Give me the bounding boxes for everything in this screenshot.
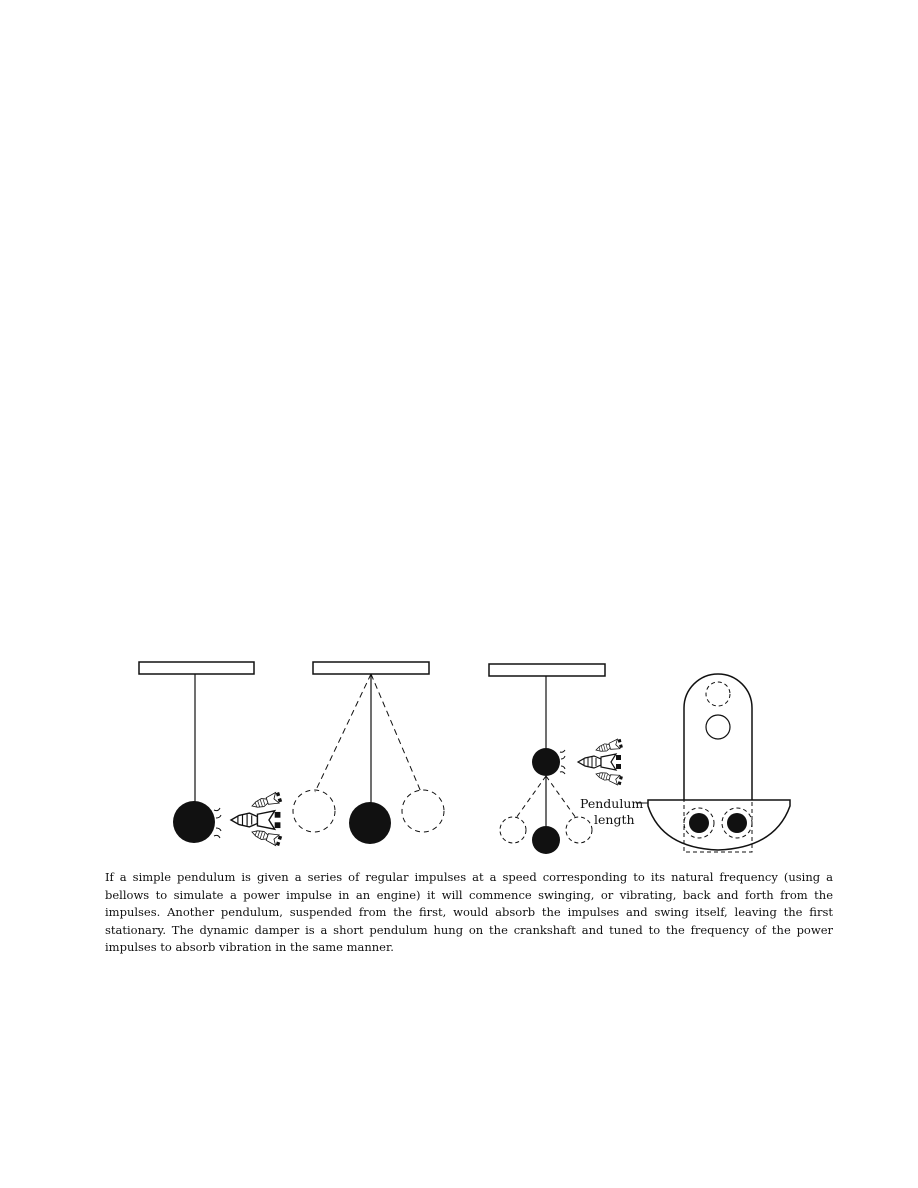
damper-cavity-right (721, 807, 753, 839)
panel-simple-pendulum (138, 661, 283, 848)
panel-dynamic-damper (647, 673, 791, 853)
swing-path-left (515, 775, 547, 819)
support-bar (312, 661, 430, 675)
swing-path-left (314, 673, 372, 793)
label-pendulum: Pendulum (580, 796, 643, 811)
swing-position-right (401, 789, 445, 833)
panel-double-pendulum (488, 663, 624, 854)
impulse-marks (213, 807, 222, 839)
lower-pendulum-bob (532, 826, 560, 854)
damper-pin-right (727, 813, 747, 833)
pendulum-length-label: Pendulum length (580, 796, 648, 827)
pin-hole-dashed (705, 681, 731, 707)
figure-caption: If a simple pendulum is given a series o… (105, 870, 833, 954)
pin-hole (705, 714, 731, 740)
bellows-icon (577, 737, 624, 787)
support-bar (488, 663, 606, 677)
bellows-icon (230, 790, 283, 848)
upper-pendulum-bob (532, 748, 560, 776)
swing-path-right (370, 673, 422, 793)
crankshaft-arm (683, 673, 753, 800)
swing-position-right (565, 816, 593, 844)
swing-path-right (545, 775, 577, 819)
swing-position-left (292, 789, 336, 833)
pendulum-bob (349, 802, 391, 844)
damper-pin-left (689, 813, 709, 833)
label-length: length (594, 812, 635, 827)
swing-position-left (499, 816, 527, 844)
damper-cavity-left (683, 807, 715, 839)
counterweight (647, 799, 791, 851)
panel-swinging-pendulum (292, 661, 445, 844)
support-bar (138, 661, 255, 675)
impulse-marks (559, 749, 566, 775)
pendulum-bob (173, 801, 215, 843)
